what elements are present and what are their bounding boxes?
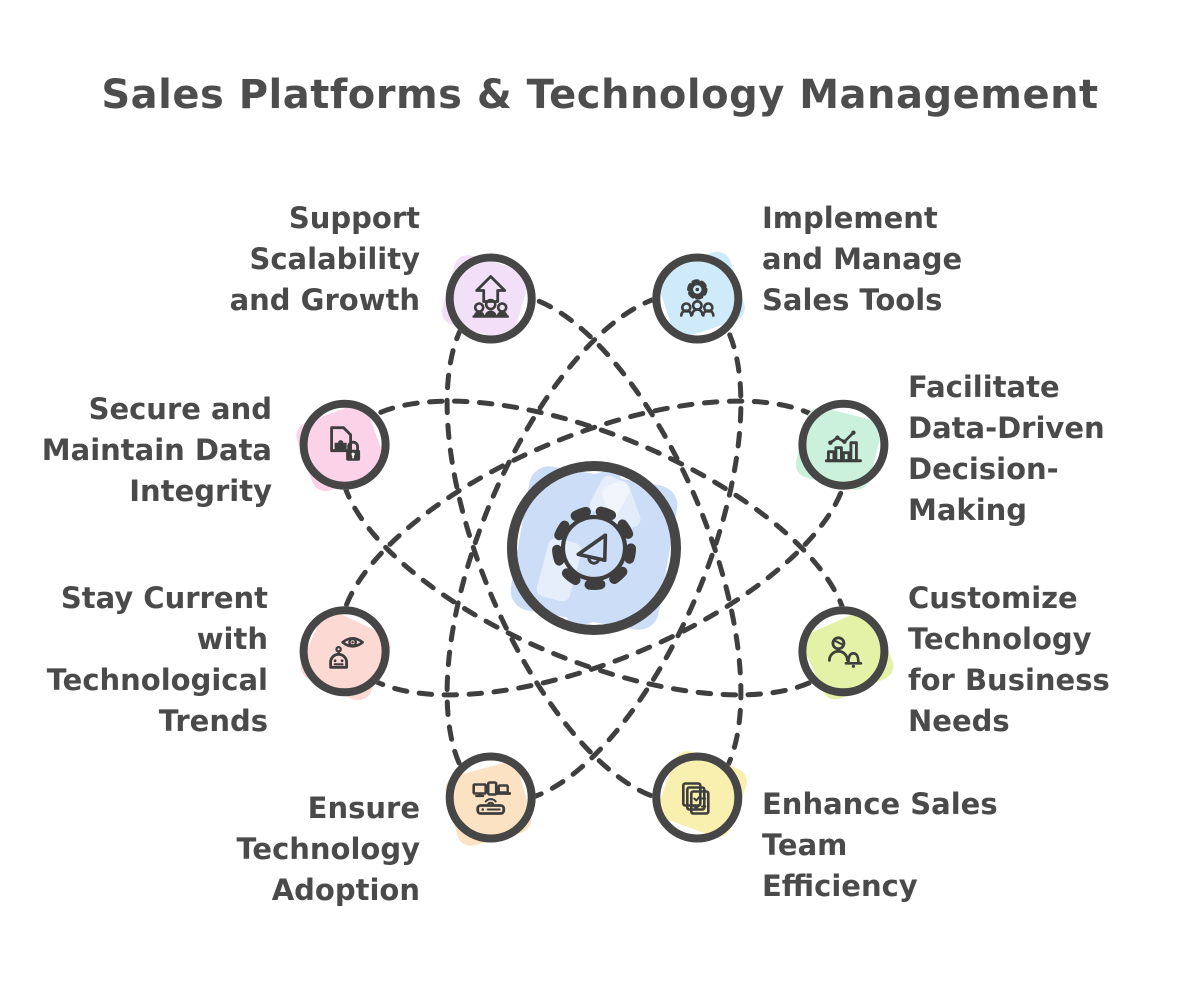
label-line: Stay Current (60, 581, 268, 615)
node-support-scalability-and-growth (441, 253, 536, 344)
label-line: with (196, 622, 268, 656)
label-line: Ensure (307, 791, 420, 825)
node-circle (652, 752, 743, 843)
bar-chart-trend-icon (824, 430, 862, 463)
label-line: Implement (762, 201, 938, 235)
node-circle (445, 752, 536, 843)
node-circle (299, 606, 390, 697)
label-line: Sales Tools (762, 283, 943, 317)
label-line: Making (908, 493, 1028, 527)
node-enhance-sales-team-efficiency (652, 751, 747, 843)
node-ensure-technology-adoption (445, 752, 536, 846)
gear-team-icon (679, 279, 715, 317)
label-support-scalability-and-growth: Support Scalability and Growth (230, 198, 420, 321)
node-circle (299, 399, 390, 490)
label-line: Technological (46, 663, 268, 697)
checklist-documents-icon (681, 782, 710, 815)
label-line: Maintain Data (41, 433, 272, 467)
label-line: and Growth (229, 283, 420, 317)
label-stay-current-with-technological-trends: Stay Current with Technological Trends (47, 578, 268, 742)
label-line: Data-Driven (908, 411, 1105, 445)
node-circle (798, 606, 889, 697)
label-line: Team (762, 828, 848, 862)
person-bell-icon (828, 636, 863, 668)
team-growth-arrow-icon (472, 275, 510, 318)
label-line: Scalability (249, 242, 420, 276)
label-implement-manage-sales-tools: Implement and Manage Sales Tools (762, 198, 962, 321)
document-lock-icon (330, 426, 361, 461)
label-line: Secure and (88, 392, 272, 426)
node-secure-and-maintain-data-integrity (296, 399, 390, 492)
label-line: Adoption (271, 873, 420, 907)
label-line: Facilitate (908, 370, 1060, 404)
label-facilitate-data-driven-decision-making: Facilitate Data-Driven Decision- Making (908, 367, 1105, 531)
eye-robot-icon (329, 637, 364, 669)
label-line: Efficiency (762, 869, 918, 903)
node-customize-technology-for-business-needs (798, 606, 894, 700)
page-title: Sales Platforms & Technology Management (101, 72, 1099, 118)
hub-sales-platforms (507, 461, 681, 635)
label-enhance-sales-team-efficiency: Enhance Sales Team Efficiency (762, 784, 998, 907)
node-circle (798, 399, 889, 490)
label-line: for Business (908, 663, 1110, 697)
label-line: Enhance Sales (762, 787, 998, 821)
label-line: Decision- (908, 452, 1059, 486)
label-secure-and-maintain-data-integrity: Secure and Maintain Data Integrity (42, 389, 272, 512)
label-line: and Manage (762, 242, 963, 276)
label-line: Support (288, 201, 420, 235)
node-stay-current-with-technological-trends (299, 606, 391, 701)
label-line: Trends (158, 704, 268, 738)
node-implement-manage-sales-tools (652, 251, 745, 344)
label-customize-technology-for-business-needs: Customize Technology for Business Needs (908, 578, 1110, 742)
node-circle (445, 253, 536, 344)
gear-megaphone-icon (552, 506, 636, 590)
label-line: Customize (908, 581, 1078, 615)
label-line: Technology (908, 622, 1092, 656)
devices-network-icon (472, 781, 512, 815)
label-line: Needs (908, 704, 1010, 738)
node-facilitate-data-driven-decision-making (795, 399, 889, 490)
node-circle (652, 253, 743, 344)
label-ensure-technology-adoption: Ensure Technology Adoption (236, 788, 420, 911)
label-line: Integrity (129, 474, 272, 508)
label-line: Technology (236, 832, 420, 866)
hub-circle (507, 461, 681, 635)
